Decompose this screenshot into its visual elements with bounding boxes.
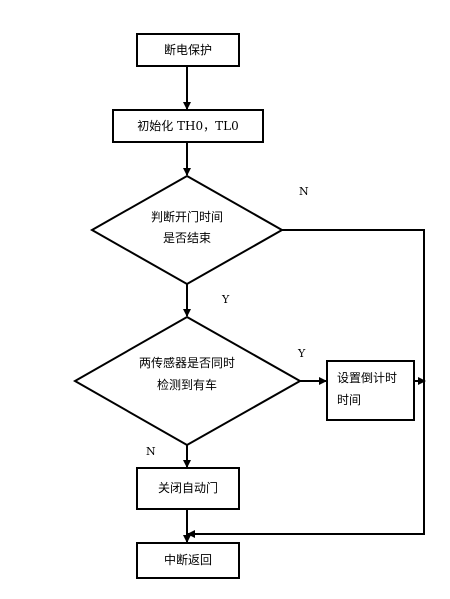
set-timer-box [326, 360, 415, 421]
interrupt-return-label: 中断返回 [163, 553, 213, 567]
connector-judge-no-bus [187, 229, 425, 538]
judge-no-flag: N [299, 185, 309, 198]
judge-label-line2: 是否结束 [162, 231, 212, 245]
set-timer-label-line1: 设置倒计时 [337, 371, 398, 385]
power-protect-label: 断电保护 [163, 43, 213, 57]
set-timer-label-line2: 时间 [337, 393, 362, 407]
sensors-label-line1: 两传感器是否同时 [138, 356, 236, 370]
interrupt-return-box [136, 542, 240, 579]
sensors-no-flag: N [146, 445, 156, 458]
close-door-label: 关闭自动门 [157, 481, 219, 495]
judge-yes-flag: Y [222, 293, 230, 306]
judge-label-line1: 判断开门时间 [150, 210, 224, 224]
init-label: 初始化 TH0，TL0 [137, 119, 239, 133]
sensors-label-line2: 检测到有车 [156, 378, 218, 392]
sensors-yes-flag: Y [298, 347, 306, 360]
